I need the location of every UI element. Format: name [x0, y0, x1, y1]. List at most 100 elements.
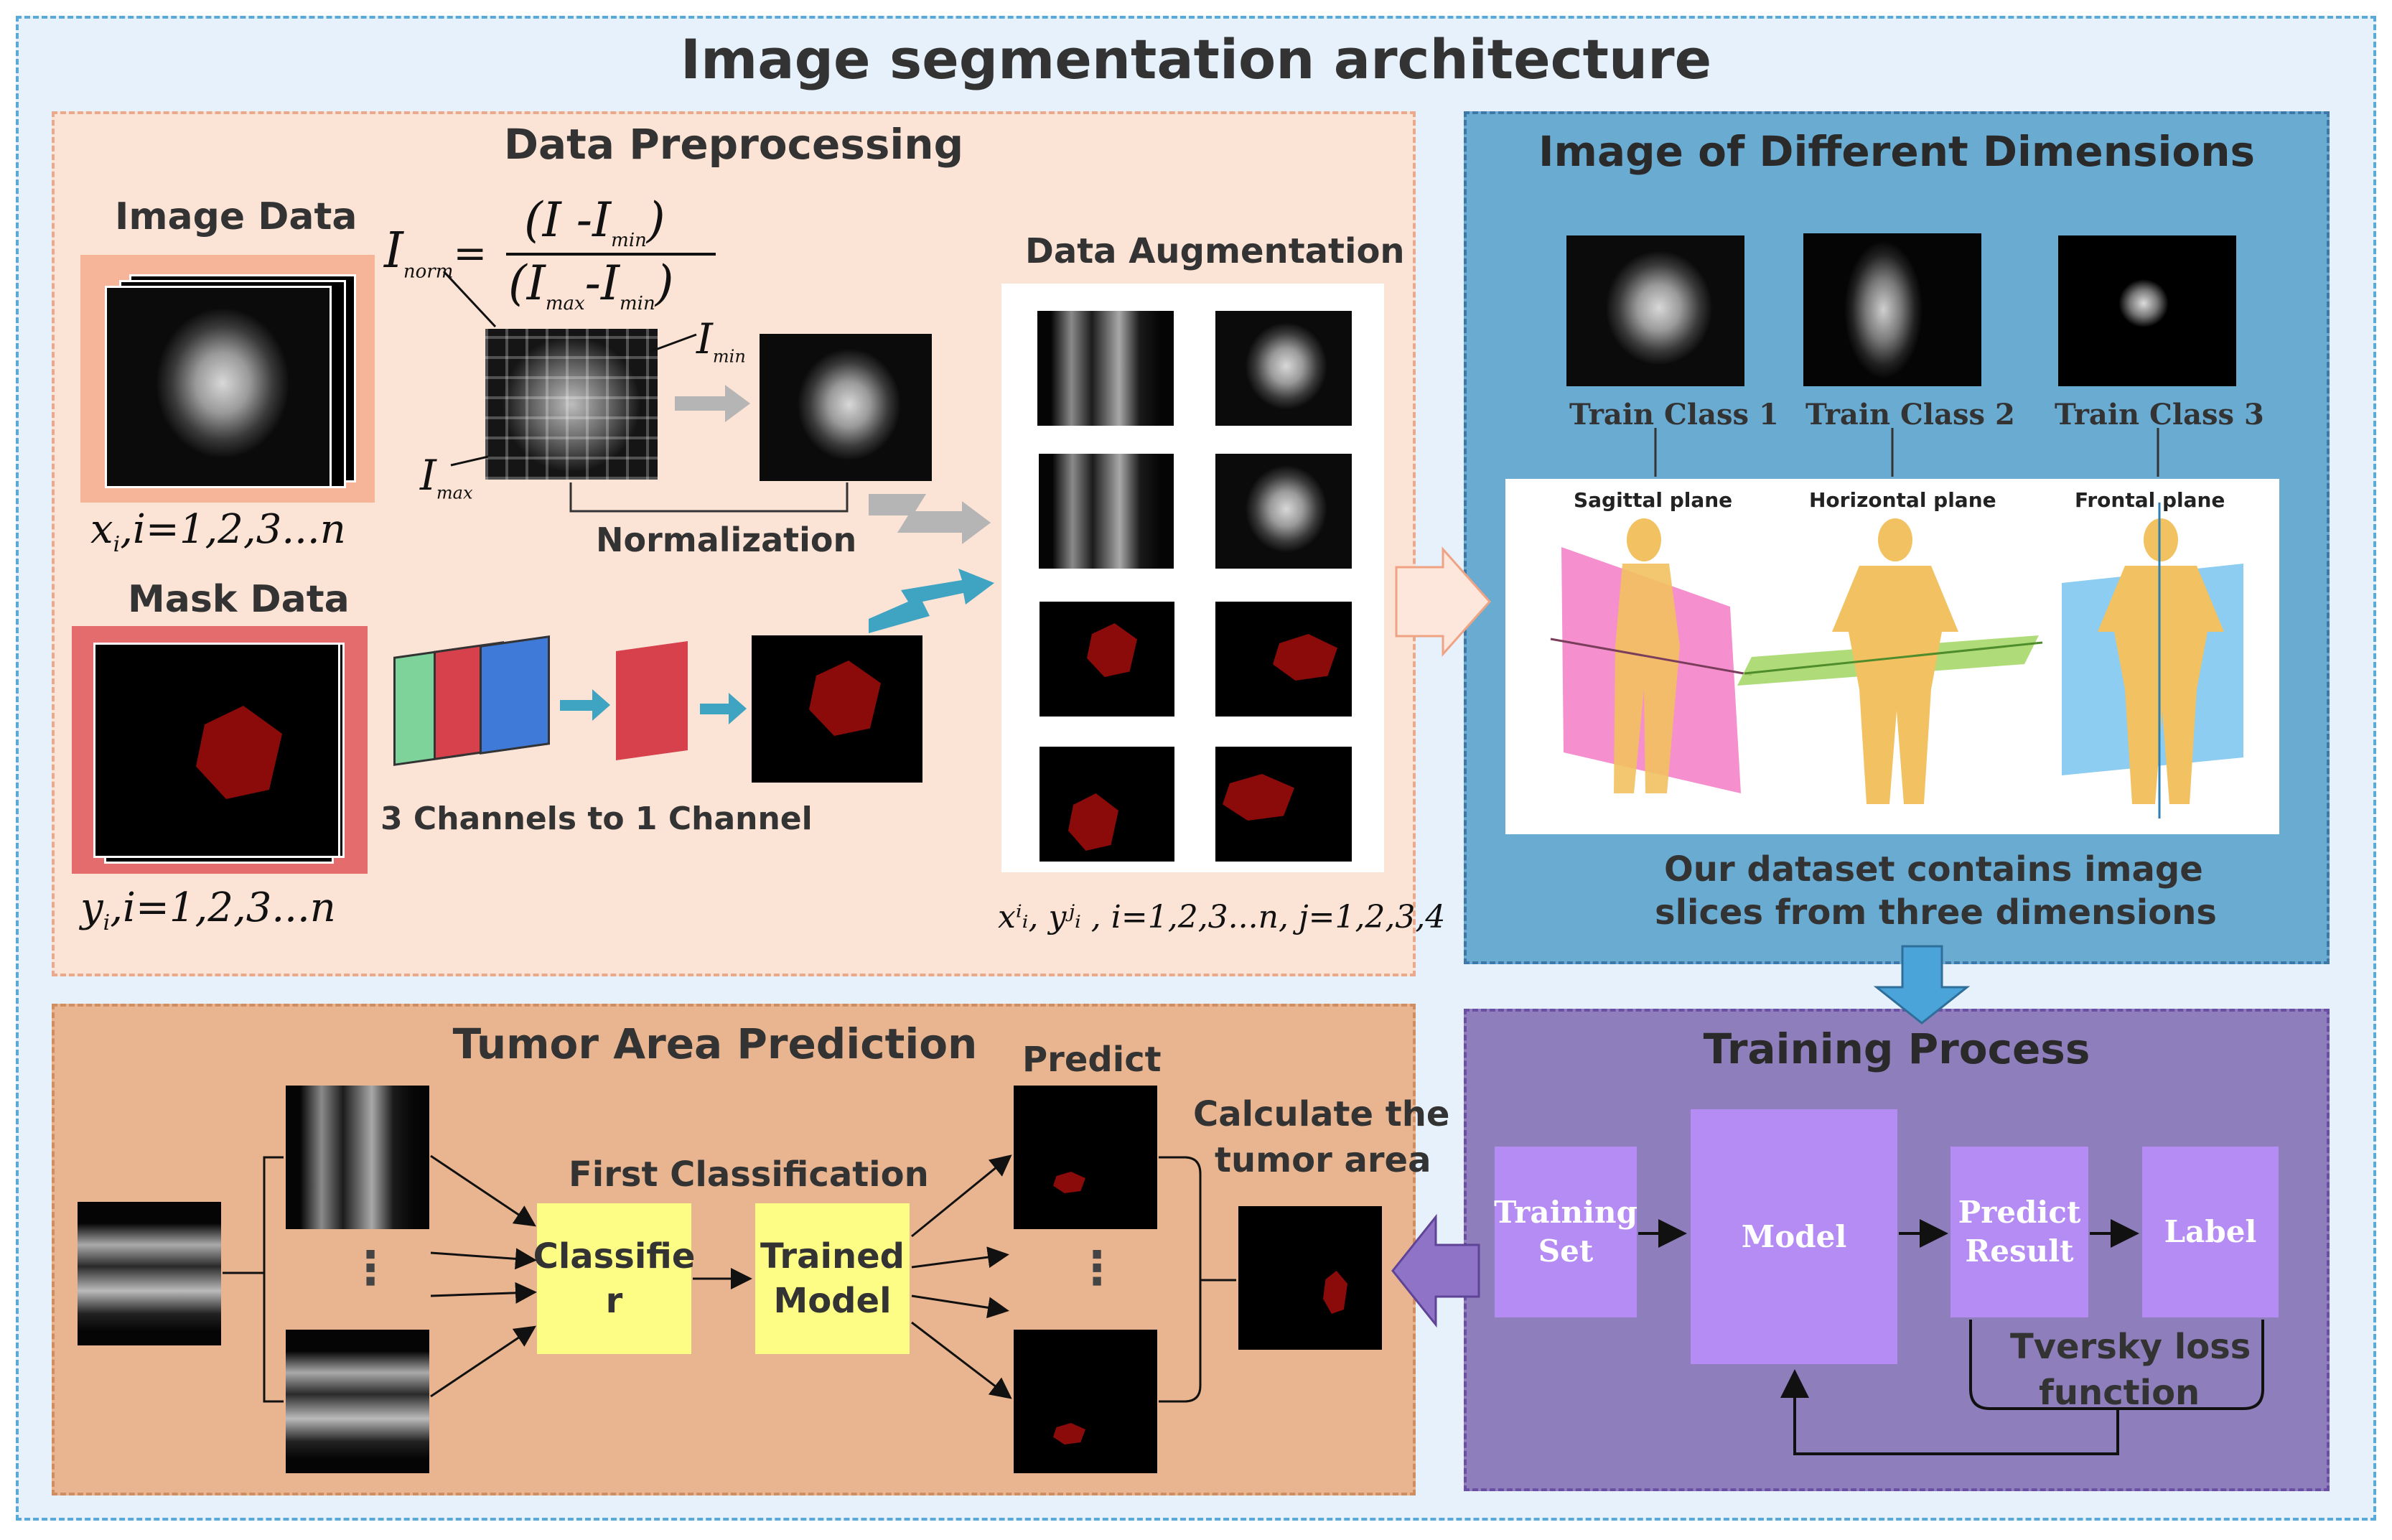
aug-mask-3 [1040, 747, 1174, 862]
dimensions-title: Image of Different Dimensions [1538, 127, 2256, 176]
horizontal-figure-body [1832, 566, 1958, 804]
imax-leader [450, 455, 489, 467]
normalization-label: Normalization [596, 521, 857, 559]
aug-image-2 [1215, 311, 1352, 426]
teal-zigzag-arrow [869, 569, 994, 633]
predicted-mask-2 [1014, 1330, 1157, 1473]
gray-zigzag-arrow [869, 494, 991, 544]
tumor-area-image [1238, 1206, 1382, 1350]
prediction-title: Tumor Area Prediction [452, 1019, 978, 1068]
predict-result-line1: Predict [1958, 1195, 2081, 1230]
formula-lhs: Inorm= [384, 223, 487, 283]
classified-image-1 [286, 1086, 429, 1229]
classified-ellipsis: ⋮ [347, 1242, 393, 1295]
trained-to-pred1 [911, 1154, 1012, 1238]
split-bracket [263, 1156, 284, 1403]
img1-to-classifier-a [430, 1154, 536, 1227]
predicted-mask-1 [1014, 1086, 1157, 1229]
calculate-label-line1: Calculate the [1193, 1094, 1450, 1134]
label-label: Label [2164, 1214, 2257, 1249]
normalization-arrow [675, 385, 750, 422]
inorm-leader [442, 270, 497, 328]
classified-image-2 [286, 1330, 429, 1473]
trained-to-pred-b [911, 1246, 1009, 1269]
img-to-classifier-c [430, 1282, 537, 1304]
tversky-line2: function [2039, 1373, 2200, 1413]
normalization-input-image [485, 329, 658, 480]
tversky-line1: Tversky loss [2010, 1327, 2251, 1367]
train-class-2-label: Train Class 2 [1805, 398, 2015, 431]
classifier-line2: r [605, 1281, 623, 1321]
augmentation-caption: xⁱᵢ, yʲᵢ , i=1,2,3...n, j=1,2,3,4 [998, 899, 1446, 935]
img-to-classifier-b [430, 1248, 537, 1270]
frontal-figure-body [2098, 566, 2224, 804]
preprocessing-title: Data Preprocessing [503, 120, 964, 169]
sagittal-figure-head [1627, 518, 1661, 561]
mask-data-slice [93, 643, 340, 858]
dims-to-training-arrow [1873, 945, 1971, 1025]
tversky-bracket [1969, 1320, 2264, 1410]
training-set-line2: Set [1538, 1233, 1594, 1269]
augmentation-label: Data Augmentation [1025, 231, 1405, 271]
trained-to-pred-c [911, 1294, 1009, 1319]
model-box: Model [1691, 1109, 1897, 1364]
imin-leader [649, 333, 697, 353]
calculate-label-line2: tumor area [1215, 1140, 1431, 1180]
imax-label: Imax [420, 451, 473, 503]
training-to-prediction-arrow [1391, 1213, 1480, 1328]
mask-data-caption: yi,i=1,2,3...n [80, 885, 336, 936]
training-set-line1: Training [1494, 1195, 1638, 1230]
aug-mask-2 [1215, 602, 1352, 717]
aug-image-4 [1215, 454, 1352, 569]
normalized-image [760, 334, 932, 481]
prediction-input-image [78, 1202, 221, 1345]
train-class-3-image [2058, 235, 2236, 386]
formula-bar [506, 253, 716, 256]
model-label: Model [1741, 1218, 1847, 1254]
train-class-1-image [1566, 235, 1744, 386]
first-classification-label: First Classification [569, 1154, 929, 1195]
trained-model-line1: Trained [760, 1236, 905, 1277]
sagittal-figure-body [1614, 564, 1680, 793]
sagittal-axis [1550, 638, 1752, 676]
training-title: Training Process [1703, 1025, 2090, 1073]
image-data-caption: xi,i=1,2,3...n [90, 506, 346, 558]
image-data-slice [105, 286, 332, 488]
prediction-panel: Tumor Area Prediction [52, 1004, 1416, 1495]
horizontal-plane-label: Horizontal plane [1809, 488, 1996, 512]
horizontal-axis [1744, 641, 2043, 675]
imin-label: Imin [696, 314, 746, 367]
train-class-2-image [1803, 233, 1981, 386]
sagittal-plane-label: Sagittal plane [1574, 488, 1733, 512]
dataset-caption-line1: Our dataset contains image [1664, 849, 2203, 890]
dataset-caption-line2: slices from three dimensions [1655, 892, 2217, 933]
predicted-ellipsis: ⋮ [1074, 1242, 1120, 1295]
frontal-figure-head [2144, 518, 2178, 561]
pred-merge-bracket [1159, 1156, 1202, 1403]
normalization-bracket [569, 482, 849, 513]
predict-label: Predict [1022, 1040, 1162, 1080]
channel-arrow-2 [700, 693, 747, 724]
main-title: Image segmentation architecture [680, 27, 1712, 91]
train-class-1-label: Train Class 1 [1569, 398, 1779, 431]
trained-model-line2: Model [773, 1281, 892, 1321]
loss-feedback [1780, 1369, 2119, 1455]
label-box: Label [2142, 1147, 2279, 1317]
frontal-plane-label: Frontal plane [2075, 488, 2225, 512]
horizontal-figure-head [1878, 518, 1912, 561]
mask-data-label: Mask Data [128, 578, 350, 621]
formula-numerator: (I -Imin) [524, 192, 665, 252]
aug-mask-4 [1215, 747, 1352, 862]
trained-to-pred2 [911, 1321, 1012, 1399]
train-class-3-label: Train Class 3 [2055, 398, 2264, 431]
image-data-label: Image Data [115, 195, 358, 238]
channels-label: 3 Channels to 1 Channel [380, 801, 813, 837]
aug-mask-1 [1040, 602, 1174, 717]
channel-arrow-1 [560, 689, 610, 721]
single-channel-mask [752, 635, 922, 783]
